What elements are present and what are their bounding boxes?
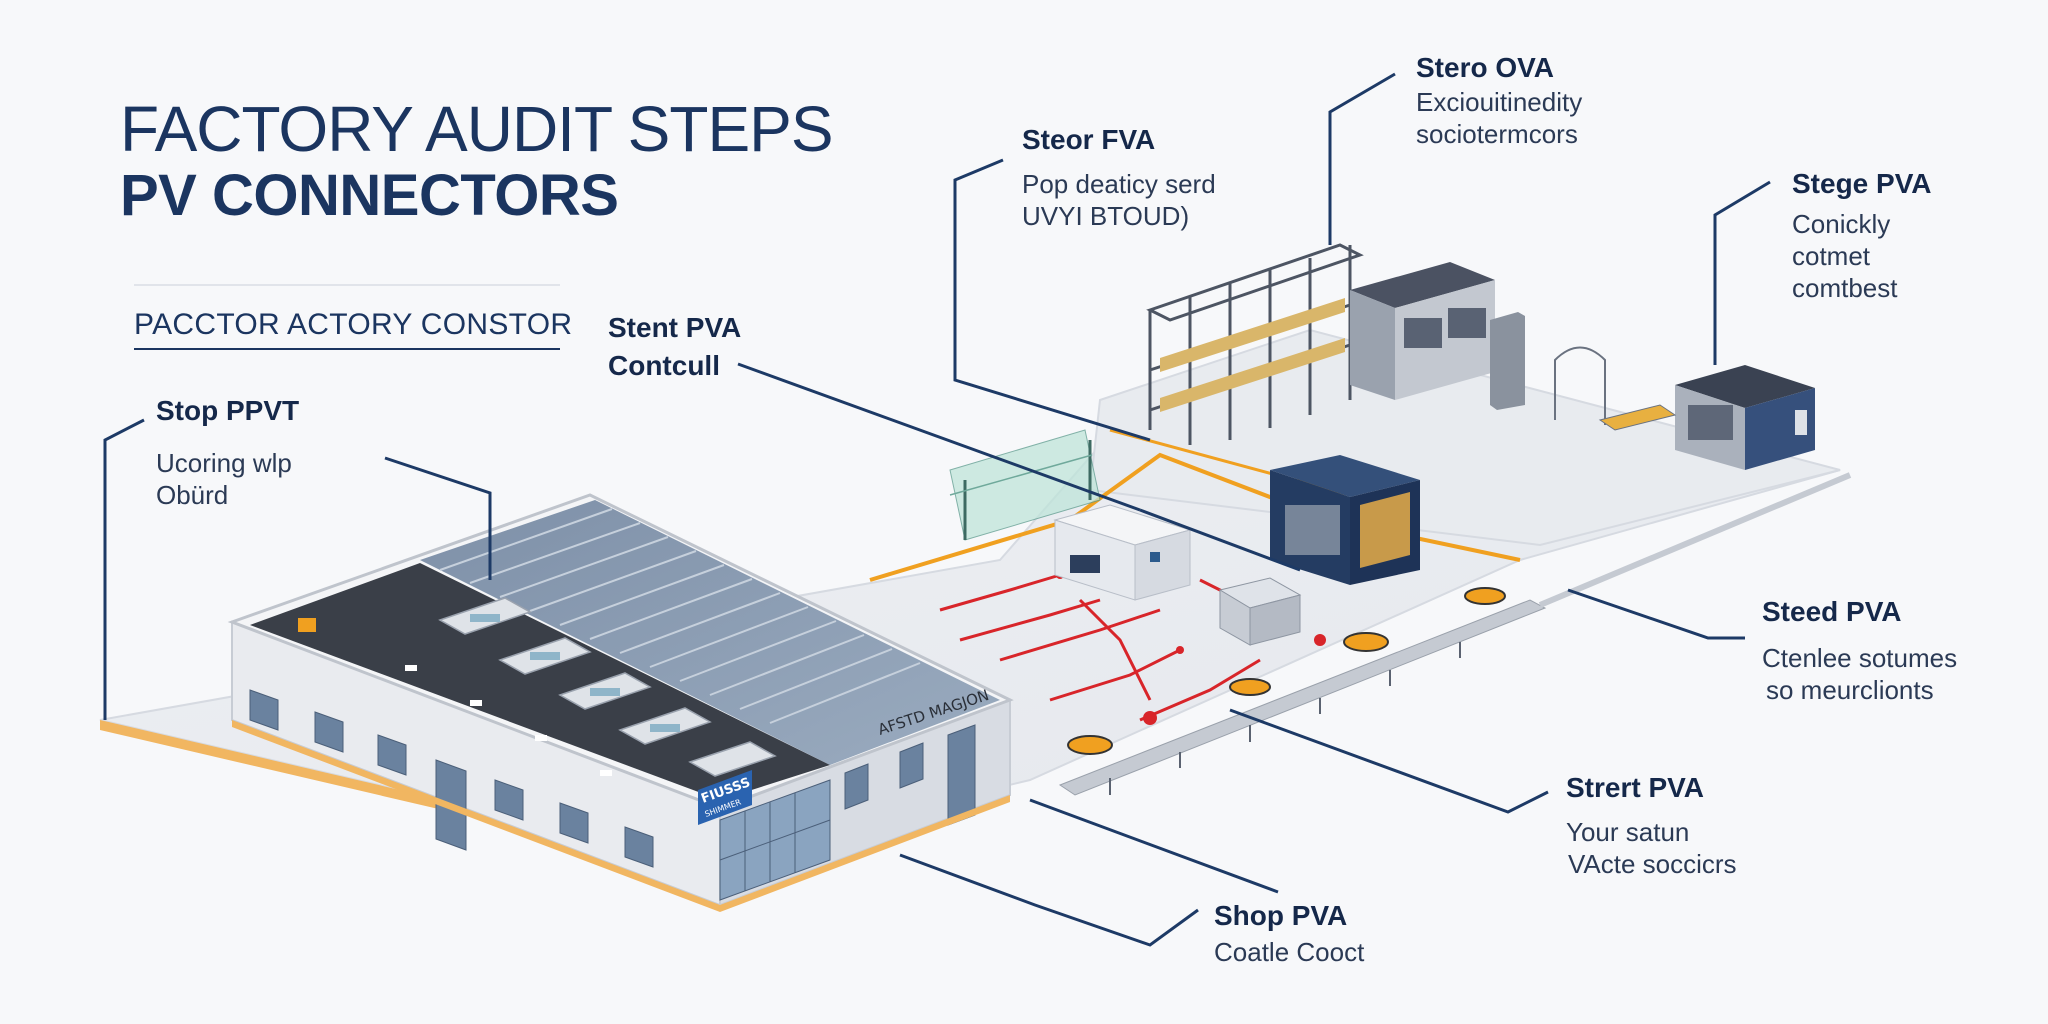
callout-title: Strert PVA xyxy=(1566,772,1704,803)
callout-body: Your satun VActe soccicrs xyxy=(1566,816,1737,880)
small-robot xyxy=(1218,577,1302,646)
callout-body-line: Obürd xyxy=(156,480,229,510)
leader-strert-pva xyxy=(1229,708,1549,814)
callout-body: Ctenlee sotumes so meurclionts xyxy=(1762,642,1957,706)
right-machine xyxy=(1675,365,1815,470)
callout-body-line: Contcull xyxy=(608,350,720,381)
leader-steed-pva xyxy=(1567,588,1745,640)
leader-lines xyxy=(103,72,1771,947)
subtitle: PACCTOR ACTORY CONSTOR xyxy=(134,308,573,341)
callout-body-line: Exciouitinedity xyxy=(1416,87,1583,117)
callout-body-line: Ctenlee sotumes xyxy=(1762,643,1958,673)
title-line-2: PV CONNECTORS xyxy=(120,163,619,228)
callout-title: Stent PVA xyxy=(608,312,742,343)
callout-body: Pop deaticy serd UVYI BTOUD) xyxy=(1022,168,1216,232)
conveyor xyxy=(1058,599,1547,796)
conveyor-legs xyxy=(1109,642,1461,795)
callout-body-line: Coatle Cooct xyxy=(1214,937,1365,967)
interior-details xyxy=(470,614,680,732)
callout-title: Steed PVA xyxy=(1762,596,1902,627)
callout-body-line: UVYI BTOUD) xyxy=(1022,201,1190,231)
leader-shop-pva xyxy=(899,853,1199,947)
callout-body-line: so meurclionts xyxy=(1766,675,1934,705)
title-divider xyxy=(134,284,560,286)
glass-station xyxy=(949,429,1101,541)
roof-panel-lines xyxy=(439,508,921,724)
callout-body-line: Your satun xyxy=(1566,817,1690,847)
leader-stero-ova xyxy=(1328,72,1396,245)
callout-body-line: comtbest xyxy=(1792,273,1898,303)
leader-stent-pva xyxy=(737,362,1141,512)
callout-body-line: Pop deaticy serd xyxy=(1022,169,1216,199)
callout-stero-ova: Stero OVA Exciouitinedity sociotermcors xyxy=(1416,52,1582,150)
navy-machine xyxy=(1270,455,1420,585)
callout-title: Stop PPVT xyxy=(156,395,300,426)
factory-building: FIUSSS SHIMMER AFSTD MAGJON xyxy=(227,493,1014,912)
rack-goods xyxy=(1160,298,1345,412)
callout-body-line: VActe soccicrs xyxy=(1568,849,1737,879)
leader-stege-pva xyxy=(1713,180,1771,365)
callout-body: Exciouitinedity sociotermcors xyxy=(1416,86,1582,150)
round-pads xyxy=(1067,587,1506,755)
callout-title: Stero OVA xyxy=(1416,52,1554,83)
windows-right xyxy=(844,724,976,826)
callout-steor-fva: Steor FVA Pop deaticy serd UVYI BTOUD) xyxy=(1022,124,1216,232)
callout-body-line: Ucoring wlp xyxy=(156,448,292,478)
callout-body-line: cotmet xyxy=(1792,241,1871,271)
callout-stop-ppvt: Stop PPVT Ucoring wlp Obürd xyxy=(156,395,299,511)
callout-body: Ucoring wlp Obürd xyxy=(156,447,299,511)
windows-left xyxy=(249,689,654,868)
arch-table xyxy=(1598,404,1677,431)
callout-title: Stege PVA xyxy=(1792,168,1932,199)
leader-stent-pva-2 xyxy=(1139,508,1301,572)
leader-steor-fva xyxy=(953,158,1151,442)
booth xyxy=(1053,504,1192,601)
callout-body-line: Conickly xyxy=(1792,209,1891,239)
callout-steed-pva: Steed PVA Ctenlee sotumes so meurclionts xyxy=(1762,596,1957,706)
badge-sign xyxy=(698,770,752,825)
leader-interior xyxy=(384,456,492,580)
title-line-1: FACTORY AUDIT STEPS xyxy=(120,93,833,165)
cabinet-units xyxy=(1350,262,1525,410)
callout-stege-pva: Stege PVA Conickly cotmet comtbest xyxy=(1792,168,1932,304)
callout-body: Conickly cotmet comtbest xyxy=(1792,208,1932,304)
callout-stent-pva: Stent PVA Contcull xyxy=(608,312,741,382)
skylights xyxy=(405,665,612,776)
leader-shop-pva-2 xyxy=(1029,798,1279,894)
callout-shop-pva: Shop PVA Coatle Cooct xyxy=(1214,900,1364,968)
leader-stop-ppvt xyxy=(103,418,145,720)
callout-body-line: sociotermcors xyxy=(1416,119,1578,149)
callout-title: Steor FVA xyxy=(1022,124,1156,155)
callout-strert-pva: Strert PVA Your satun VActe soccicrs xyxy=(1566,772,1737,880)
subtitle-underline xyxy=(134,348,560,350)
callout-title: Shop PVA xyxy=(1214,900,1348,931)
